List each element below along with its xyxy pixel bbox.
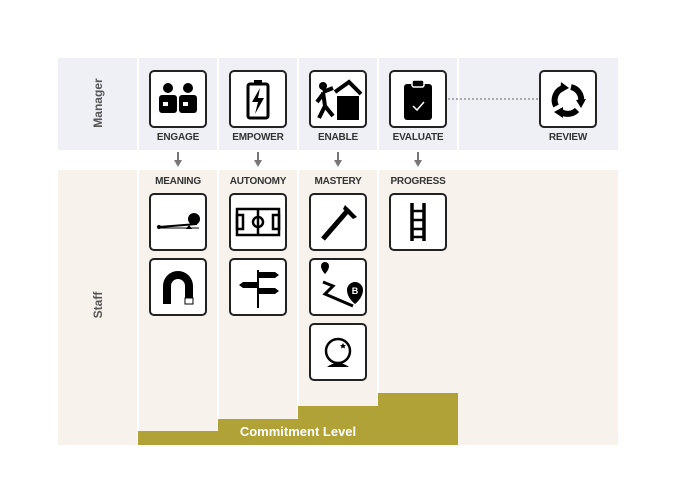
step-label-enable: ENABLE — [318, 132, 358, 143]
row-label-manager: Manager — [91, 78, 105, 128]
seesaw-ball-icon — [149, 193, 207, 251]
caliper-icon — [309, 193, 367, 251]
commitment-step-4 — [378, 393, 458, 445]
signpost-icon — [229, 258, 287, 316]
cycle-arrows-icon — [539, 70, 597, 128]
divider — [137, 58, 139, 445]
dotted-connector — [448, 98, 538, 100]
commitment-step-2 — [218, 419, 298, 445]
commitment-level-label: Commitment Level — [239, 424, 357, 439]
divider — [377, 58, 379, 445]
divider — [297, 58, 299, 445]
step-label-engage: ENGAGE — [156, 132, 200, 143]
climber-helping-icon — [309, 70, 367, 128]
step-label-review: REVIEW — [548, 132, 588, 143]
step-label-evaluate: EVALUATE — [392, 132, 444, 143]
staff-label-autonomy: AUTONOMY — [229, 176, 287, 187]
two-people-icon — [149, 70, 207, 128]
route-a-to-b-icon: B — [309, 258, 367, 316]
commitment-step-3 — [298, 406, 378, 445]
crystal-ball-icon — [309, 323, 367, 381]
ladder-icon — [389, 193, 447, 251]
svg-text:B: B — [352, 286, 359, 296]
magnet-icon — [149, 258, 207, 316]
staff-label-meaning: MEANING — [155, 176, 201, 187]
staff-label-mastery: MASTERY — [314, 176, 362, 187]
battery-charging-icon — [229, 70, 287, 128]
divider — [457, 58, 459, 150]
row-label-staff: Staff — [91, 291, 105, 319]
clipboard-check-icon — [389, 70, 447, 128]
commitment-step-1 — [138, 431, 218, 445]
step-label-empower: EMPOWER — [232, 132, 284, 143]
staff-label-progress: PROGRESS — [390, 176, 446, 187]
divider — [217, 58, 219, 445]
soccer-field-icon — [229, 193, 287, 251]
